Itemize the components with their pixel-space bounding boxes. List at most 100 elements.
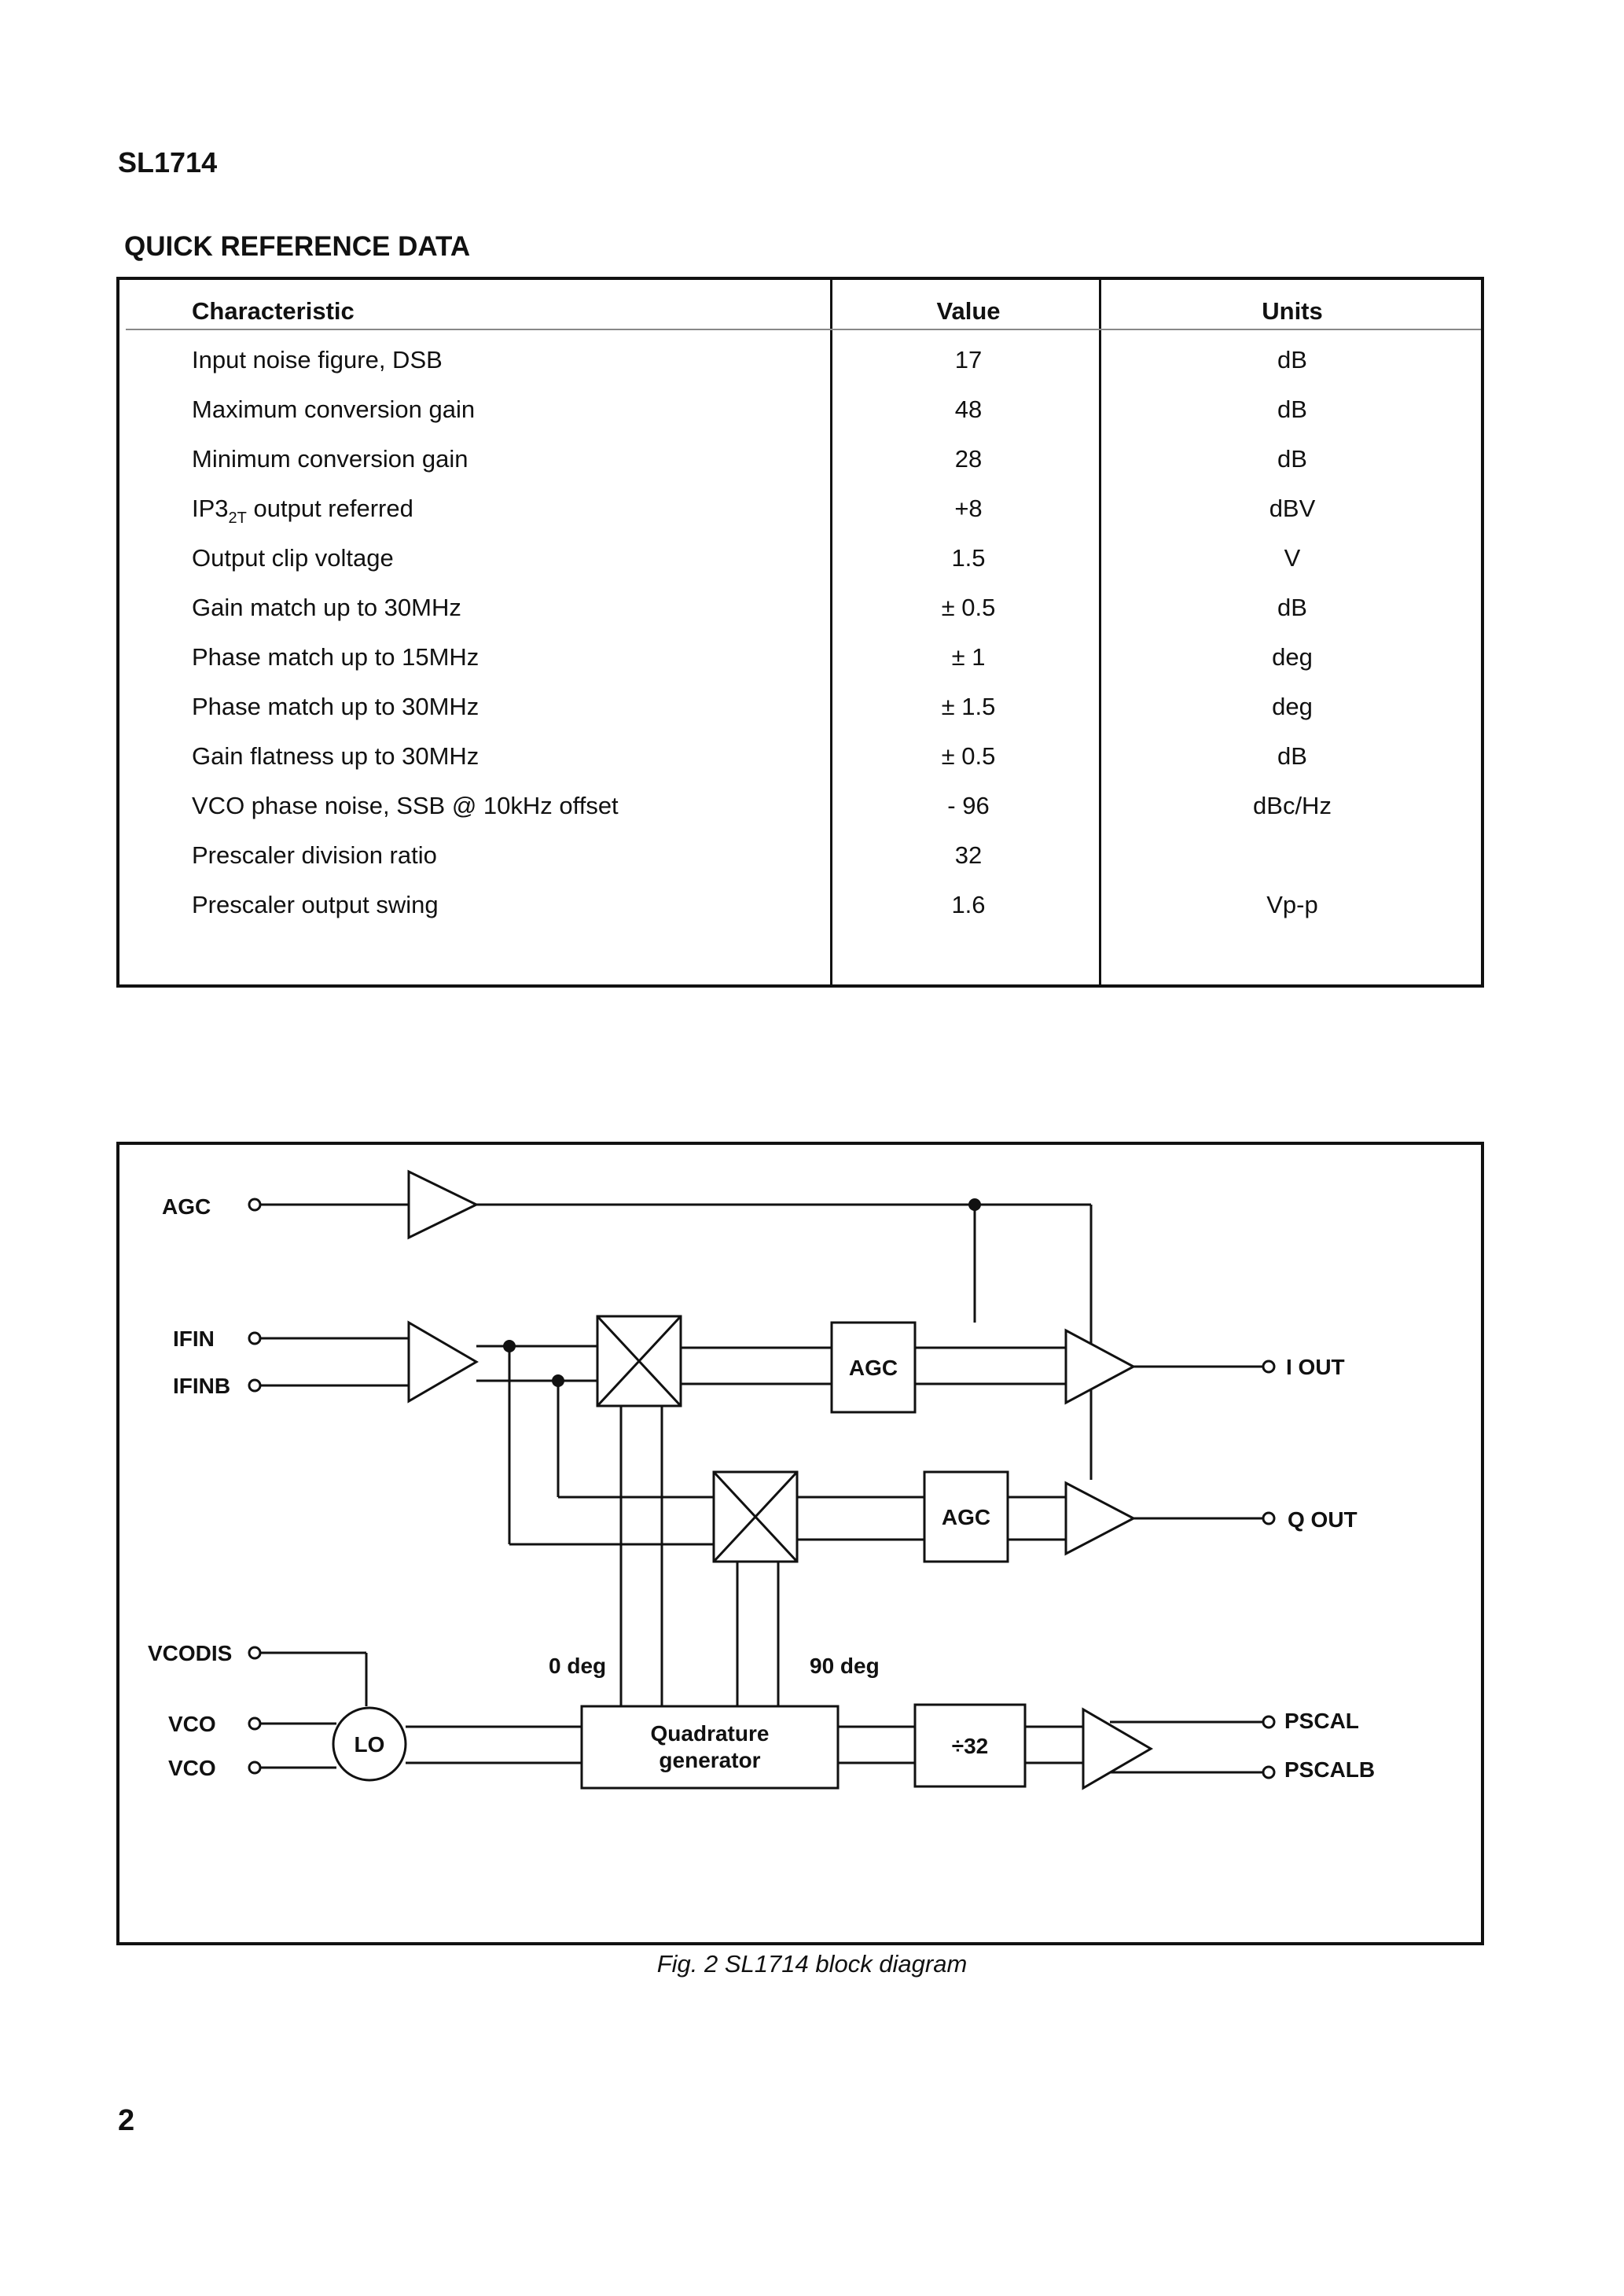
value-cell: ± 0.5 <box>941 742 996 770</box>
i-output-amplifier <box>1064 1328 1137 1405</box>
lo-label: LO <box>355 1732 385 1757</box>
characteristic-cell: Phase match up to 15MHz <box>192 643 479 671</box>
pin-terminal-ifinb <box>248 1378 262 1393</box>
pin-label-pscal: PSCAL <box>1284 1709 1359 1733</box>
pin-label-vco: VCO <box>168 1756 216 1780</box>
table-row: Prescaler output swing 1.6 Vp-p <box>119 891 1481 938</box>
value-cell: 1.5 <box>951 544 986 572</box>
table-row: Gain flatness up to 30MHz ± 0.5 dB <box>119 742 1481 789</box>
pin-label-i-out: I OUT <box>1286 1355 1345 1379</box>
units-cell: dB <box>1277 445 1307 473</box>
pin-label-vco: VCO <box>168 1712 216 1736</box>
value-cell: 48 <box>954 396 983 423</box>
units-cell: Vp-p <box>1266 891 1318 918</box>
pin-label-ifinb: IFINB <box>173 1374 230 1398</box>
quadrature-generator <box>580 1705 840 1790</box>
units-cell: dB <box>1277 396 1307 423</box>
pin-label-q-out: Q OUT <box>1288 1507 1358 1532</box>
column-divider <box>830 280 832 984</box>
table-row: Gain match up to 30MHz ± 0.5 dB <box>119 594 1481 641</box>
value-cell: 32 <box>954 841 983 869</box>
pin-terminal-vco <box>248 1761 262 1775</box>
units-cell: dB <box>1277 742 1307 770</box>
pin-terminal-i-out <box>1262 1360 1276 1374</box>
mixer-cross <box>596 1315 682 1407</box>
units-cell: dB <box>1277 594 1307 621</box>
characteristic-cell: Prescaler output swing <box>192 891 439 918</box>
table-row: Output clip voltage 1.5 V <box>119 544 1481 591</box>
phase-label-90deg: 90 deg <box>810 1654 880 1678</box>
characteristic-cell: Phase match up to 30MHz <box>192 693 479 720</box>
pin-label-pscalb: PSCALB <box>1284 1757 1375 1782</box>
characteristic-cell: Gain match up to 30MHz <box>192 594 461 621</box>
divide-by-32-block <box>913 1703 1027 1788</box>
pin-terminal-vco <box>248 1716 262 1731</box>
column-header-characteristic: Characteristic <box>192 297 355 325</box>
agc-label: AGC <box>849 1356 898 1380</box>
pin-terminal-q-out <box>1262 1511 1276 1525</box>
value-cell: - 96 <box>947 792 990 819</box>
pin-label-agc: AGC <box>162 1194 211 1219</box>
agc-buffer-amplifier <box>407 1169 479 1240</box>
value-cell: 28 <box>954 445 983 473</box>
characteristic-cell: Minimum conversion gain <box>192 445 468 473</box>
pin-terminal-ifin <box>248 1331 262 1345</box>
quadrature-label: Quadrature <box>651 1721 770 1746</box>
value-cell: 1.6 <box>951 891 986 918</box>
junction-dot <box>552 1374 564 1387</box>
units-cell: deg <box>1272 693 1313 720</box>
units-cell: dBc/Hz <box>1253 792 1332 819</box>
agc-block-q <box>923 1470 1009 1563</box>
value-cell: +8 <box>954 495 983 522</box>
table-row: IP32T output referred +8 dBV <box>119 495 1481 542</box>
table-row: Prescaler division ratio 32 <box>119 841 1481 889</box>
value-cell: ± 1 <box>951 643 986 671</box>
lo-oscillator <box>332 1706 407 1782</box>
agc-label: AGC <box>942 1505 990 1529</box>
table-row: Maximum conversion gain 48 dB <box>119 396 1481 443</box>
value-cell: ± 1.5 <box>941 693 996 720</box>
quick-reference-table: Characteristic Value Units Input noise f… <box>116 277 1484 988</box>
pin-label-ifin: IFIN <box>173 1326 215 1351</box>
units-cell: dBV <box>1269 495 1316 522</box>
value-cell: ± 0.5 <box>941 594 996 621</box>
characteristic-cell: IP32T output referred <box>192 495 413 527</box>
quadrature-label: generator <box>659 1748 760 1772</box>
pin-terminal-pscalb <box>1262 1765 1276 1779</box>
q-output-amplifier <box>1064 1481 1137 1556</box>
pin-terminal-vcodis <box>248 1646 262 1660</box>
block-diagram: AGC IFIN IFINB VCODIS VCO VCO I OUT Q OU… <box>116 1142 1484 1945</box>
agc-block-i <box>830 1321 917 1414</box>
characteristic-cell: Prescaler division ratio <box>192 841 437 869</box>
prescaler-output-amplifier <box>1082 1707 1153 1790</box>
page-number: 2 <box>118 2104 135 2137</box>
units-cell: dB <box>1277 346 1307 373</box>
units-cell: deg <box>1272 643 1313 671</box>
pin-terminal-pscal <box>1262 1715 1276 1729</box>
column-header-units: Units <box>1262 297 1323 325</box>
units-cell: V <box>1284 544 1301 572</box>
mixer-cross <box>712 1470 799 1563</box>
document-code: SL1714 <box>118 146 218 178</box>
column-header-value: Value <box>936 297 1001 325</box>
input-amplifier <box>407 1320 479 1404</box>
table-row: Input noise figure, DSB 17 dB <box>119 346 1481 393</box>
pin-label-vcodis: VCODIS <box>148 1641 232 1665</box>
table-row: Phase match up to 15MHz ± 1 deg <box>119 643 1481 690</box>
characteristic-cell: Gain flatness up to 30MHz <box>192 742 479 770</box>
table-row: Phase match up to 30MHz ± 1.5 deg <box>119 693 1481 740</box>
diagram-frame <box>116 1142 1484 1945</box>
column-divider <box>1099 280 1101 984</box>
junction-dot <box>503 1340 516 1352</box>
value-cell: 17 <box>954 346 983 373</box>
characteristic-cell: VCO phase noise, SSB @ 10kHz offset <box>192 792 619 819</box>
phase-label-0deg: 0 deg <box>549 1654 606 1678</box>
characteristic-cell: Input noise figure, DSB <box>192 346 443 373</box>
characteristic-cell: Maximum conversion gain <box>192 396 476 423</box>
figure-caption: Fig. 2 SL1714 block diagram <box>656 1950 968 1978</box>
characteristic-cell: Output clip voltage <box>192 544 394 572</box>
pin-terminal-agc <box>248 1198 262 1212</box>
junction-dot <box>968 1198 981 1211</box>
header-divider <box>126 329 1481 330</box>
section-title: QUICK REFERENCE DATA <box>124 231 471 262</box>
